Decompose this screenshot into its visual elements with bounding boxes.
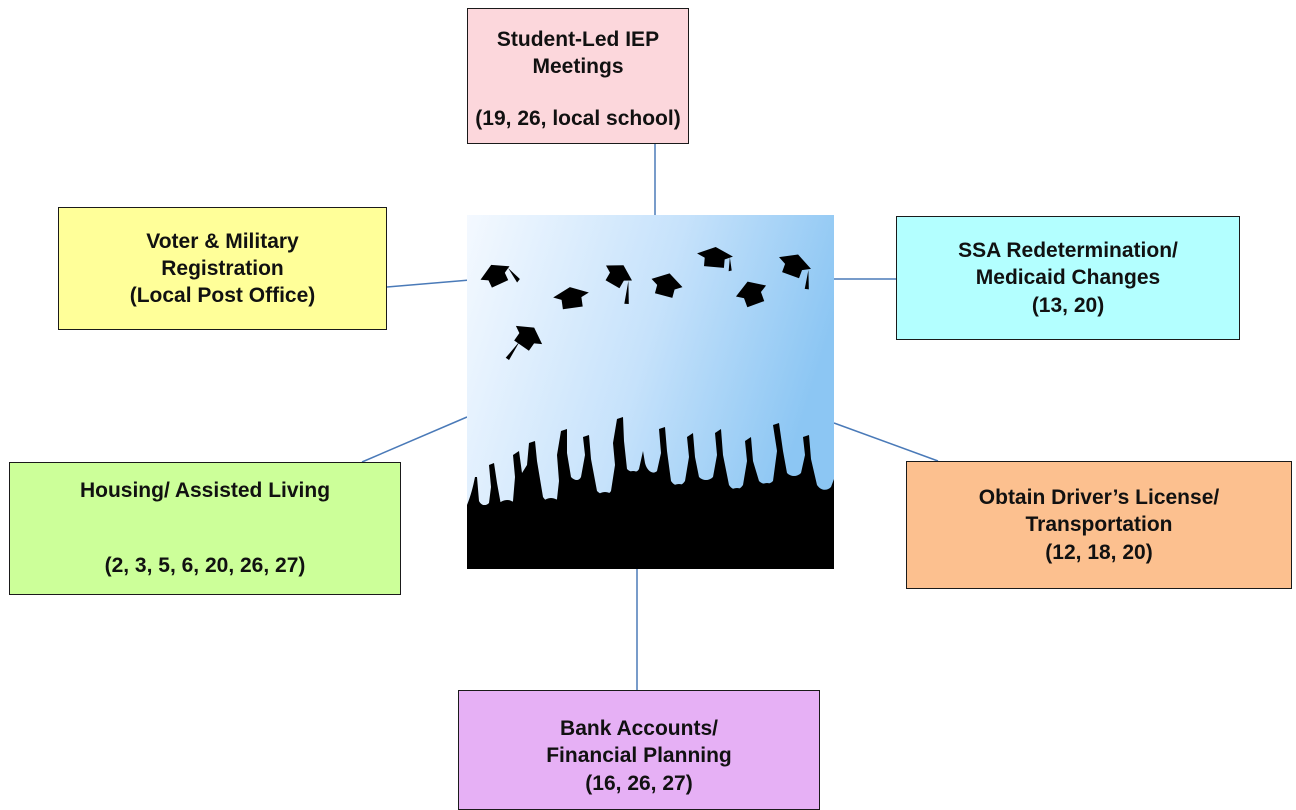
cap-2 xyxy=(553,287,589,310)
node-references: (12, 18, 20) xyxy=(1045,540,1153,564)
node-title-2: Transportation xyxy=(1025,513,1173,537)
cap-7 xyxy=(779,254,811,290)
connector-housing xyxy=(361,416,468,463)
cap-5 xyxy=(697,247,733,272)
node-title: Student-Led IEP Meetings xyxy=(496,28,660,79)
node-bank-accounts-financial-planning: Bank Accounts/ Financial Planning (16, 2… xyxy=(458,690,820,810)
node-title: Bank Accounts/ xyxy=(560,717,718,740)
graduation-cap-toss-icon xyxy=(467,215,834,569)
node-references: (16, 26, 27) xyxy=(585,771,693,795)
cap-8 xyxy=(505,325,543,361)
node-voter-military-registration: Voter & Military Registration (Local Pos… xyxy=(58,207,387,330)
node-title-2: Registration xyxy=(161,256,284,280)
node-references: (2, 3, 5, 6, 20, 26, 27) xyxy=(104,554,306,578)
node-title: Housing/ Assisted Living xyxy=(79,479,331,502)
connector-driver xyxy=(833,422,939,462)
node-title: Voter & Military xyxy=(146,229,299,253)
node-title: Obtain Driver’s License/ xyxy=(978,486,1220,510)
graduation-photo xyxy=(467,215,834,569)
cap-4 xyxy=(651,273,683,298)
node-ssa-medicaid: SSA Redetermination/ Medicaid Changes (1… xyxy=(896,216,1240,340)
node-title: SSA Redetermination/ xyxy=(958,239,1178,263)
node-title-2: Financial Planning xyxy=(546,744,732,768)
connector-voter xyxy=(386,279,471,288)
node-references: (19, 26, local school) xyxy=(475,106,681,130)
cap-3 xyxy=(605,265,632,305)
cap-6 xyxy=(735,281,767,308)
node-drivers-license-transportation: Obtain Driver’s License/ Transportation … xyxy=(906,461,1292,589)
cap-1 xyxy=(480,264,520,288)
node-student-led-iep: Student-Led IEP Meetings (19, 26, local … xyxy=(467,8,689,144)
node-housing-assisted-living: Housing/ Assisted Living (2, 3, 5, 6, 20… xyxy=(9,462,401,595)
node-references: (Local Post Office) xyxy=(129,284,316,308)
node-references: (13, 20) xyxy=(1031,293,1105,317)
node-title-2: Medicaid Changes xyxy=(975,266,1161,290)
